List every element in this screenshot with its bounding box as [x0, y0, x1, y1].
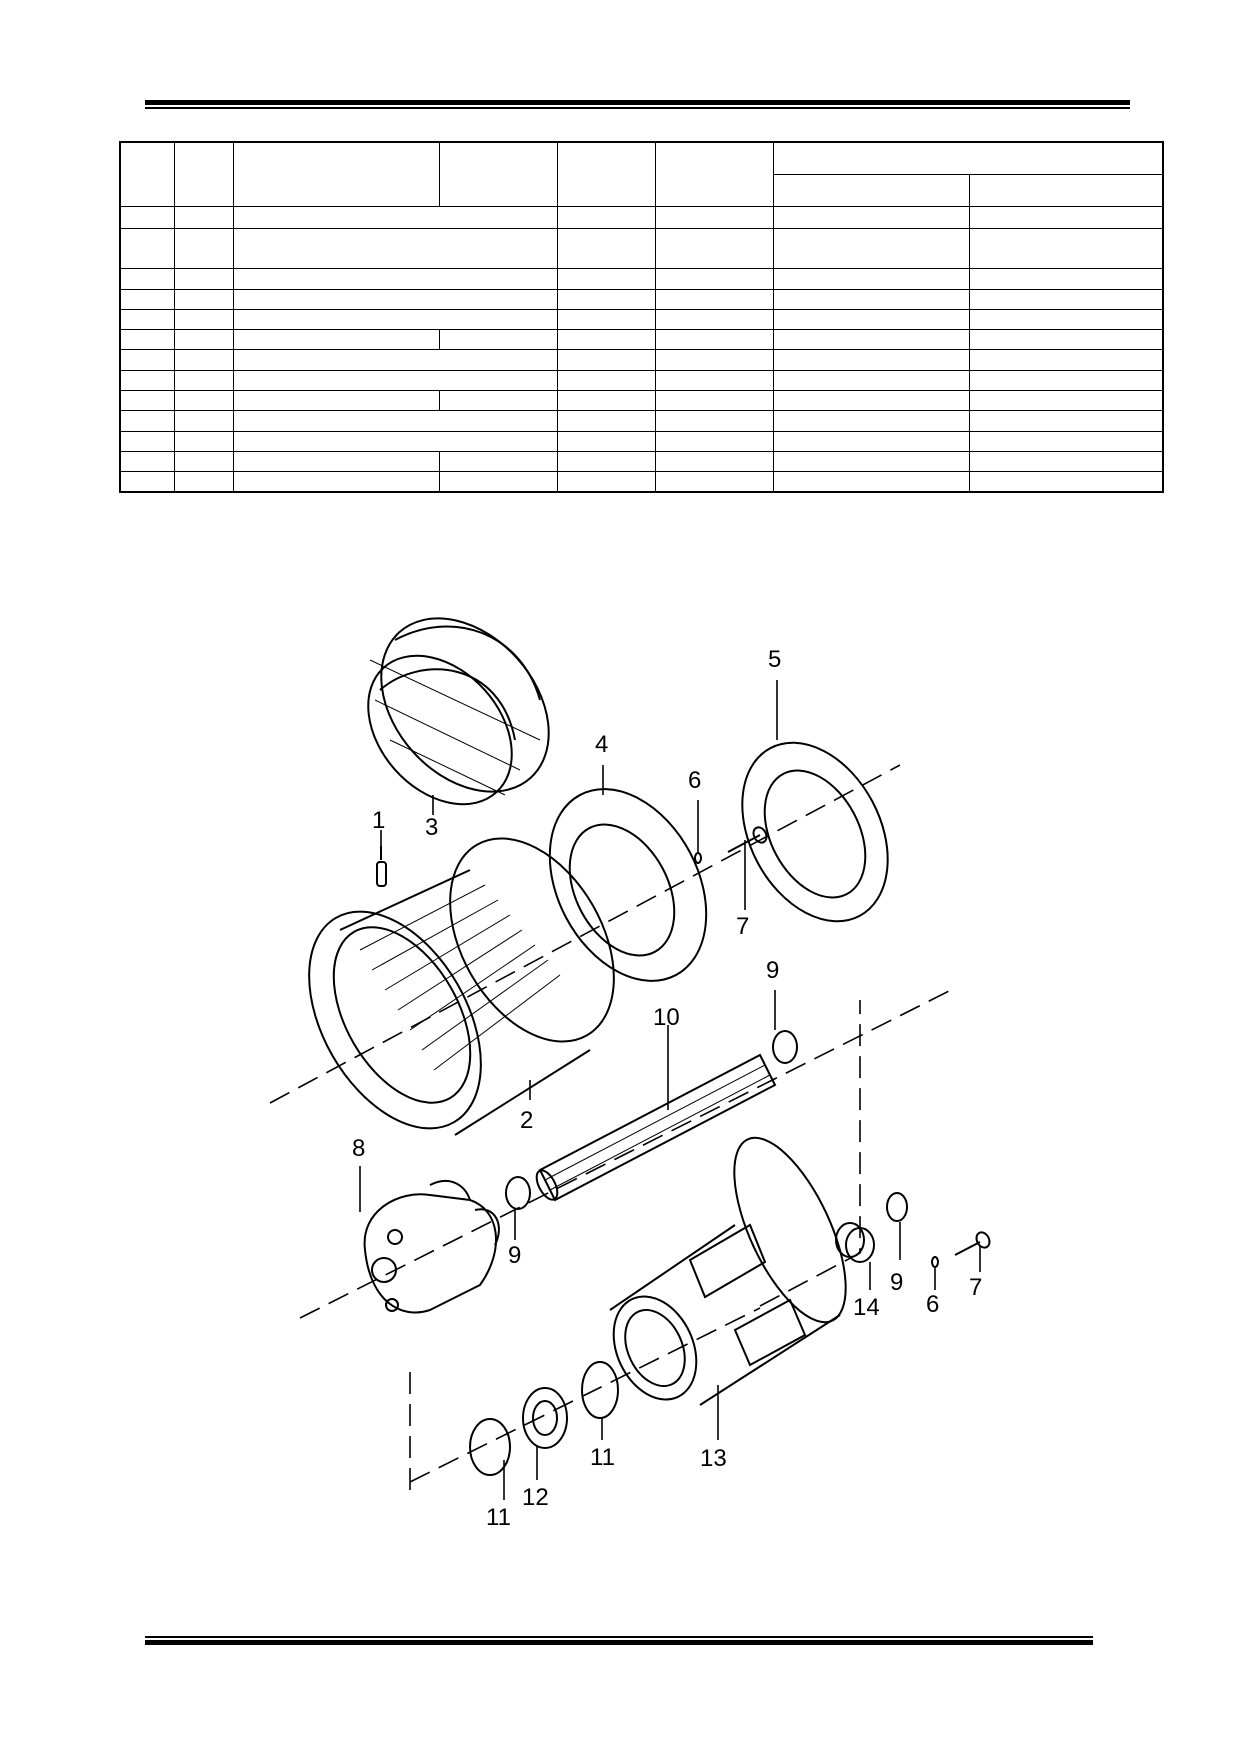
callout-8: 8 [352, 1135, 365, 1162]
table-row [119, 349, 1164, 371]
bearing-12 [522, 1387, 568, 1449]
table-row [119, 206, 1164, 229]
header-rule-thin [145, 107, 1130, 109]
clutch-pack-2 [308, 837, 615, 1136]
table-header-row [119, 141, 1164, 208]
hub-assembly-8 [363, 1180, 500, 1314]
table-row [119, 471, 1164, 493]
table-row [119, 227, 1164, 270]
bolt-7-lower [931, 1231, 991, 1268]
callout-5: 5 [768, 646, 781, 673]
pin-1 [376, 846, 387, 887]
footer-rule-thin [145, 1636, 1093, 1638]
table-header-row [120, 173, 1164, 208]
flange-ring-4 [548, 788, 708, 982]
splined-shaft-10 [535, 1053, 777, 1202]
header-cell [173, 141, 234, 208]
callout-7-upper: 7 [736, 913, 749, 940]
callout-9-shaft-end: 9 [766, 957, 779, 984]
callout-11-left: 11 [486, 1504, 511, 1531]
header-cell [772, 173, 970, 208]
thrust-washer-5 [741, 741, 889, 923]
callout-9-shaft-start: 9 [508, 1242, 521, 1269]
header-cell [968, 173, 1164, 208]
table-row [119, 450, 1164, 473]
callout-13: 13 [700, 1445, 727, 1472]
callout-10: 10 [653, 1004, 680, 1031]
header-cell [119, 141, 175, 208]
callout-3: 3 [425, 814, 438, 841]
callout-11-right: 11 [590, 1444, 615, 1471]
callout-6-upper: 6 [688, 767, 701, 794]
bushing-14 [835, 1222, 875, 1263]
snap-rings-9 [505, 1030, 908, 1222]
table-row [119, 268, 1164, 290]
header-cell [438, 141, 558, 208]
callout-4: 4 [595, 731, 608, 758]
table-row [119, 430, 1164, 452]
callout-labels: 1 2 3 4 5 6 6 7 7 8 9 9 9 10 11 11 12 13… [352, 646, 982, 1531]
callout-12: 12 [522, 1484, 549, 1511]
axis-lines [269, 764, 956, 1496]
snap-ring-11b [581, 1361, 619, 1419]
friction-band-3 [367, 617, 550, 806]
callout-6-lower: 6 [926, 1291, 939, 1318]
leader-lines [359, 680, 981, 1500]
callout-7-lower: 7 [969, 1274, 982, 1301]
callout-14: 14 [853, 1294, 880, 1321]
parts-table [119, 141, 1164, 493]
bolt-7-upper [694, 826, 768, 864]
table-row [119, 389, 1164, 412]
callout-9-housing: 9 [890, 1269, 903, 1296]
housing-13 [609, 1136, 847, 1406]
footer-rule [145, 1640, 1093, 1645]
header-rule [145, 100, 1130, 105]
snap-ring-11a [469, 1418, 511, 1476]
callout-1: 1 [372, 807, 385, 834]
table-row [119, 410, 1164, 432]
callout-2: 2 [520, 1107, 533, 1134]
table-row [119, 308, 1164, 331]
